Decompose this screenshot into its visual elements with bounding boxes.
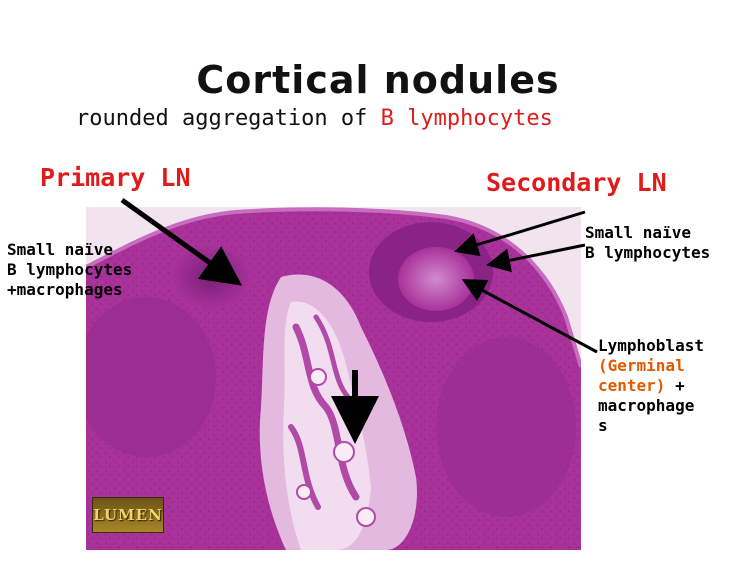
lymphoblast-text: Lymphoblast	[598, 336, 704, 355]
slide-title: Cortical nodules	[196, 58, 560, 102]
macrophages-text: + macrophage s	[598, 376, 695, 435]
germinal-center-label: Lymphoblast (Germinal center) + macropha…	[598, 336, 704, 436]
subtitle-highlight: B lymphocytes	[380, 106, 553, 131]
primary-ln-heading: Primary LN	[40, 163, 191, 192]
secondary-ln-heading: Secondary LN	[486, 168, 667, 197]
subtitle-prefix: rounded aggregation of	[76, 106, 381, 131]
secondary-ln-label-top: Small naïve B lymphocytes	[585, 223, 711, 262]
lumen-logo: LUMEN	[92, 497, 164, 533]
slide-subtitle: rounded aggregation of B lymphocytes	[76, 106, 553, 131]
primary-ln-label: Small naïve B lymphocytes +macrophages	[7, 240, 133, 299]
germinal-center-text: (Germinal center)	[598, 356, 685, 395]
